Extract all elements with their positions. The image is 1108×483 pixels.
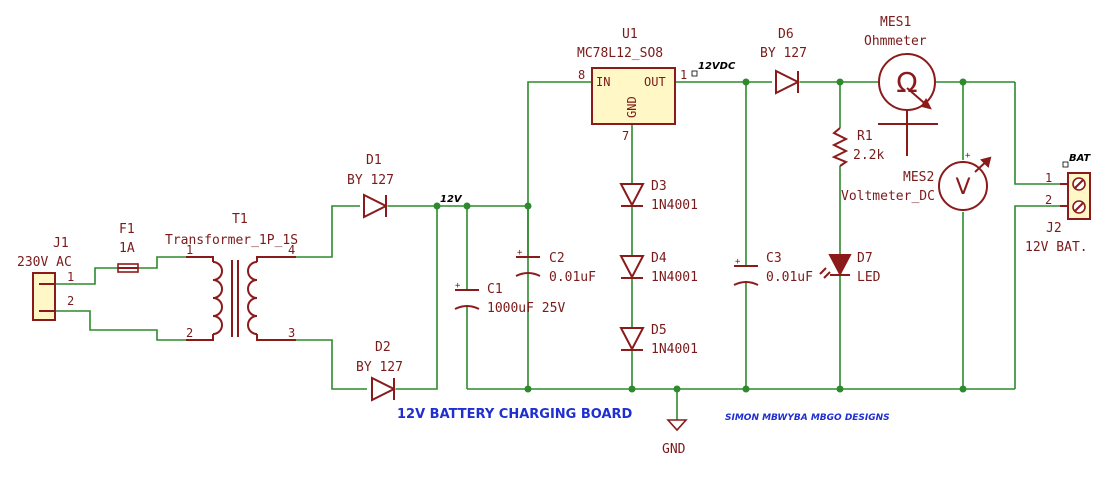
diode-d3: D3 1N4001 <box>619 179 698 213</box>
u1-pin-gnd-num: 7 <box>622 129 629 143</box>
capacitor-c2: + C2 0.01uF <box>515 248 596 285</box>
j2-value: 12V BAT. <box>1025 240 1088 255</box>
j2-pin1: 1 <box>1045 171 1052 185</box>
d6-value: BY 127 <box>760 46 807 61</box>
diode-d2: D2 BY 127 <box>356 340 403 402</box>
c2-ref: C2 <box>549 251 565 266</box>
connector-j1: J1 230V AC 1 2 <box>17 236 74 321</box>
c2-value: 0.01uF <box>549 270 596 285</box>
c3-polarity: + <box>735 257 741 267</box>
c3-value: 0.01uF <box>766 270 813 285</box>
ohmmeter-mes1: Ω MES1 Ohmmeter <box>864 15 938 156</box>
j1-ref: J1 <box>53 236 69 251</box>
diode-d1: D1 BY 127 <box>347 153 394 219</box>
net-label-bat: BAT <box>1069 153 1091 164</box>
c1-value: 1000uF 25V <box>487 301 565 316</box>
j1-pin2: 2 <box>67 294 74 308</box>
f1-ref: F1 <box>119 222 135 237</box>
u1-ref: U1 <box>622 27 638 42</box>
net-label-12vdc: 12VDC <box>698 61 736 72</box>
d7-value: LED <box>857 270 881 285</box>
capacitor-c3: + C3 0.01uF <box>733 251 813 286</box>
f1-value: 1A <box>119 241 135 256</box>
d5-ref: D5 <box>651 323 667 338</box>
designer-credit: SIMON MBWYBA MBGO DESIGNS <box>725 413 890 423</box>
net-label-12v: 12V <box>440 194 463 205</box>
mes2-value: Voltmeter_DC <box>841 189 935 204</box>
r1-value: 2.2k <box>853 148 884 163</box>
d2-value: BY 127 <box>356 360 403 375</box>
t1-pin3: 3 <box>288 326 295 340</box>
d3-value: 1N4001 <box>651 198 698 213</box>
junctions <box>433 78 967 393</box>
t1-ref: T1 <box>232 212 248 227</box>
d4-ref: D4 <box>651 251 667 266</box>
u1-pin-gnd: GND <box>625 96 639 118</box>
u1-pin-in: IN <box>596 75 610 89</box>
diode-d5: D5 1N4001 <box>619 323 698 357</box>
j2-ref: J2 <box>1046 221 1062 236</box>
u1-pin-out: OUT <box>644 75 666 89</box>
u1-pin-out-num: 1 <box>680 68 687 82</box>
c2-polarity: + <box>517 248 523 258</box>
u1-pin-in-num: 8 <box>578 68 585 82</box>
voltmeter-mes2: V + MES2 Voltmeter_DC <box>841 151 992 211</box>
diode-d6: D6 BY 127 <box>760 27 807 95</box>
d2-ref: D2 <box>375 340 391 355</box>
ohmmeter-symbol-icon: Ω <box>896 66 917 99</box>
r1-ref: R1 <box>857 129 873 144</box>
c1-polarity: + <box>455 281 461 291</box>
c3-ref: C3 <box>766 251 782 266</box>
fuse-f1: F1 1A <box>117 222 139 273</box>
d3-ref: D3 <box>651 179 667 194</box>
regulator-u1: U1 MC78L12_SO8 IN OUT GND 8 1 7 <box>577 27 687 143</box>
resistor-r1: R1 2.2k <box>831 127 884 167</box>
gnd-label: GND <box>662 442 686 457</box>
d7-ref: D7 <box>857 251 873 266</box>
wires <box>55 81 1060 420</box>
connector-j2: 1 2 J2 12V BAT. <box>1025 171 1091 255</box>
mes1-ref: MES1 <box>880 15 911 30</box>
u1-value: MC78L12_SO8 <box>577 46 663 61</box>
t1-pin1: 1 <box>186 243 193 257</box>
c1-ref: C1 <box>487 282 503 297</box>
t1-pin4: 4 <box>288 243 295 257</box>
mes1-value: Ohmmeter <box>864 34 927 49</box>
d6-ref: D6 <box>778 27 794 42</box>
d4-value: 1N4001 <box>651 270 698 285</box>
voltmeter-symbol-icon: V <box>955 175 970 200</box>
diode-d4: D4 1N4001 <box>619 251 698 285</box>
mes2-polarity: + <box>965 151 971 161</box>
d1-ref: D1 <box>366 153 382 168</box>
ground-symbol: GND <box>662 419 688 457</box>
j2-pin2: 2 <box>1045 193 1052 207</box>
t1-pin2: 2 <box>186 326 193 340</box>
d1-value: BY 127 <box>347 173 394 188</box>
j1-pin1: 1 <box>67 270 74 284</box>
capacitor-c1: + C1 1000uF 25V <box>454 281 565 316</box>
t1-value: Transformer_1P_1S <box>165 233 298 248</box>
mes2-ref: MES2 <box>903 170 934 185</box>
led-d7: D7 LED <box>819 251 881 285</box>
transformer-t1: T1 Transformer_1P_1S 1 2 4 3 <box>165 212 298 341</box>
j1-value: 230V AC <box>17 255 72 270</box>
board-title: 12V BATTERY CHARGING BOARD <box>397 407 633 422</box>
d5-value: 1N4001 <box>651 342 698 357</box>
ground-icon <box>666 419 688 432</box>
